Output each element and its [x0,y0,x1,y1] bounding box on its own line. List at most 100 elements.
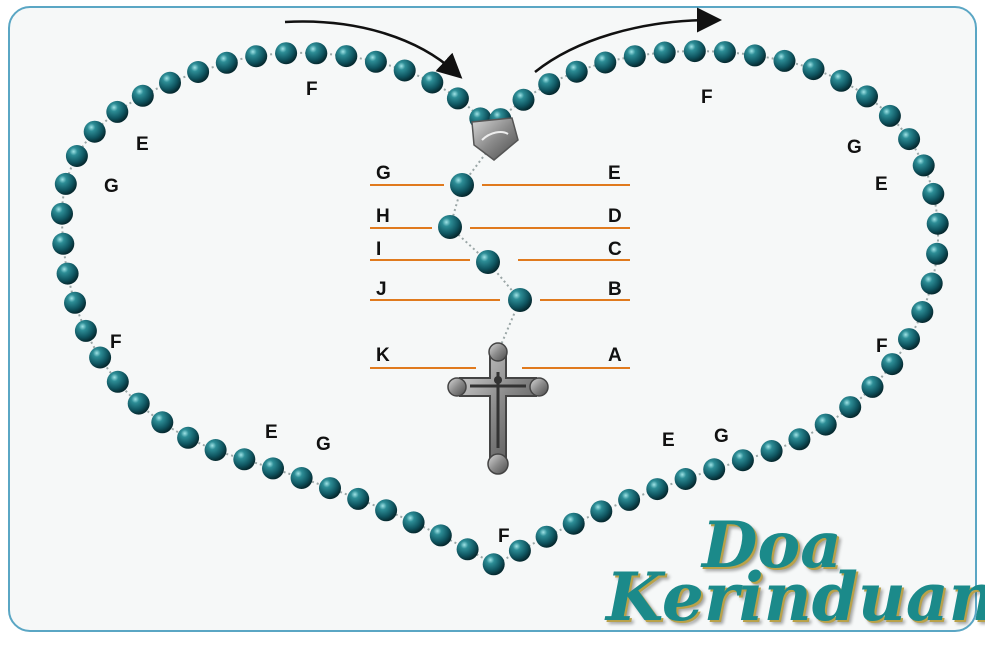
rosary-bead [375,499,397,521]
rosary-bead [132,85,154,107]
rosary-bead [216,52,238,74]
label-loop-bottom-left-e: E [265,423,278,442]
label-loop-bottom-right-g: G [714,427,729,446]
stem-bead [450,173,474,197]
rosary-bead [394,60,416,82]
label-loop-right-g: G [847,138,862,157]
rosary-bead [128,393,150,415]
rosary-bead [89,347,111,369]
rosary-bead [927,213,949,235]
rosary-bead [365,51,387,73]
centerpiece-medal-icon [472,118,518,160]
rosary-bead [52,233,74,255]
rosary-bead [703,458,725,480]
label-loop-bottom-left-g: G [316,435,331,454]
stem-label-right-4: B [608,280,622,299]
rosary-bead [913,154,935,176]
rosary-bead [898,328,920,350]
rosary-bead [509,540,531,562]
stem-label-left-3: I [376,240,381,259]
rosary-bead [57,263,79,285]
rosary-bead [566,61,588,83]
rosary-bead [803,58,825,80]
rosary-bead [684,40,706,62]
rosary-bead [732,449,754,471]
rosary-bead [55,173,77,195]
stem-label-right-5: A [608,346,622,365]
stem-label-left-4: J [376,280,387,299]
guide-lines [370,185,630,368]
rosary-bead [646,478,668,500]
rosary-bead [75,320,97,342]
label-loop-top-right-f: F [701,88,713,107]
stem-label-left-1: G [376,164,391,183]
rosary-bead [291,467,313,489]
stem-label-left-5: K [376,346,390,365]
rosary-bead [64,292,86,314]
rosary-bead [403,511,425,533]
rosary-bead [275,42,297,64]
rosary-bead [926,243,948,265]
label-loop-bottom-right-e: E [662,431,675,450]
rosary-bead [457,538,479,560]
rosary-bead [675,468,697,490]
rosary-bead [205,439,227,461]
rosary-bead [107,371,129,393]
rosary-bead [538,73,560,95]
rosary-bead [430,524,452,546]
rosary-bead [594,52,616,74]
rosary-bead [744,44,766,66]
rosary-bead [262,457,284,479]
rosary-bead [513,89,535,111]
rosary-bead [922,183,944,205]
stem-label-left-2: H [376,207,390,226]
stem-label-right-3: C [608,240,622,259]
stem-bead [508,288,532,312]
rosary-bead [51,203,73,225]
title-line-2: Kerinduan [606,558,985,636]
rosary-bead [447,87,469,109]
rosary-bead [335,45,357,67]
rosary-bead [347,488,369,510]
rosary-bead [815,414,837,436]
label-loop-left-f: F [110,333,122,352]
rosary-bead [879,105,901,127]
rosary-bead [624,45,646,67]
label-loop-left-g: G [104,177,119,196]
rosary-bead [788,428,810,450]
label-loop-right-f: F [876,337,888,356]
rosary-bead [774,50,796,72]
stem-bead [476,250,500,274]
rosary-bead [187,61,209,83]
rosary-bead [921,273,943,295]
rosary-bead [84,121,106,143]
label-loop-right-e: E [875,175,888,194]
rosary-bead [862,376,884,398]
rosary-bead [898,128,920,150]
rosary-bead [761,440,783,462]
rosary-bead [245,45,267,67]
stem-label-right-2: D [608,207,622,226]
rosary-bead [714,41,736,63]
rosary-bead [563,513,585,535]
rosary-bead [305,42,327,64]
label-loop-top-left-f: F [306,80,318,99]
label-loop-left-e: E [136,135,149,154]
rosary-bead [106,101,128,123]
rosary-bead [618,489,640,511]
stem-beads [438,173,532,312]
rosary-bead [483,553,505,575]
rosary-bead [856,85,878,107]
crucifix-icon [448,343,548,474]
rosary-bead [233,448,255,470]
rosary-bead [536,526,558,548]
rosary-bead [151,411,173,433]
rosary-bead [911,301,933,323]
rosary-bead [421,72,443,94]
rosary-bead [177,427,199,449]
rosary-bead [654,42,676,64]
rosary-bead [590,500,612,522]
rosary-bead [159,72,181,94]
rosary-bead [839,396,861,418]
stem-bead [438,215,462,239]
